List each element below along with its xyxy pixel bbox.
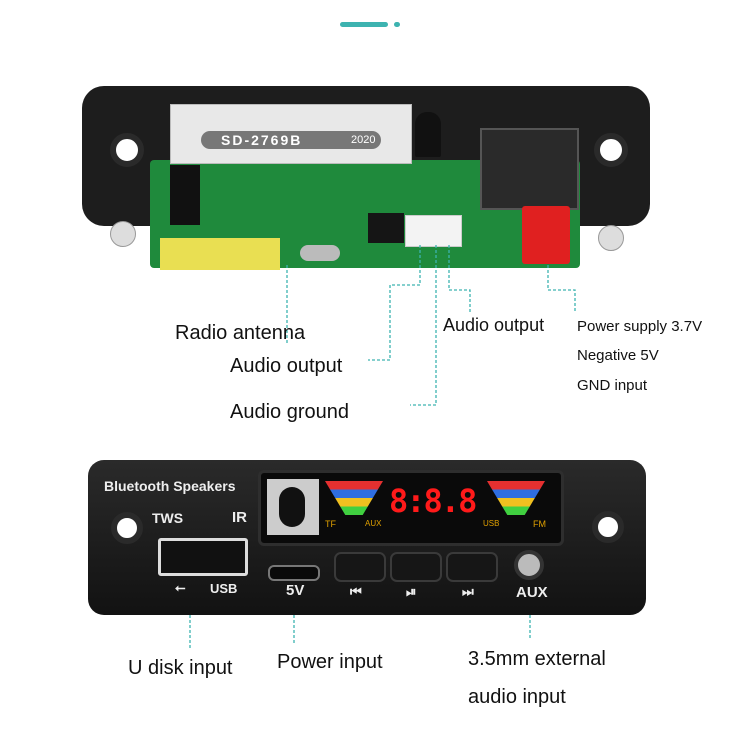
aux-jack[interactable] (514, 550, 544, 580)
module-marking: SD-2769B (221, 132, 303, 148)
usb-label: USB (210, 581, 238, 596)
usb-icon: ⭠ (175, 580, 186, 595)
label-audio-output-left: Audio output (230, 355, 343, 377)
led-digits: 8:8.8 (389, 482, 477, 520)
display-window: TF AUX 8:8.8 USB FM (258, 470, 564, 546)
label-external-1: 3.5mm external (468, 648, 606, 670)
5v-label: 5V (286, 582, 305, 599)
label-power-supply: Power supply 3.7V (577, 318, 703, 335)
play-pause-icon: ⏯ (406, 584, 417, 599)
label-power-input: Power input (277, 651, 383, 673)
label-audio-ground: Audio ground (230, 401, 349, 423)
audio-connector (405, 215, 462, 247)
audio-output-left-line (368, 245, 421, 361)
screw-left (110, 221, 136, 247)
antenna-pad (160, 238, 280, 270)
ir-label: IR (232, 509, 247, 526)
display-tf: TF (325, 519, 336, 529)
power-connector (522, 206, 570, 264)
tws-label: TWS (152, 510, 184, 526)
mount-hole-left (110, 133, 144, 167)
play-pause-button[interactable] (390, 552, 442, 582)
micro-usb-port[interactable] (268, 565, 320, 581)
panel-title: Bluetooth Speakers (104, 478, 236, 494)
ir-receiver (415, 112, 441, 157)
volume-knob[interactable] (267, 479, 319, 535)
audio-jack-rear (170, 165, 200, 225)
display-fm: FM (533, 519, 546, 529)
chip (368, 213, 404, 243)
audio-output-right-line (448, 245, 471, 312)
aux-label: AUX (516, 584, 548, 601)
panel-hole-right (592, 511, 624, 543)
audio-ground-line (410, 245, 437, 406)
label-external-2: audio input (468, 686, 566, 708)
next-icon: ⏭ (462, 584, 474, 599)
display-aux: AUX (365, 519, 382, 528)
power-line (547, 265, 576, 312)
label-radio-antenna: Radio antenna (175, 322, 306, 344)
next-button[interactable] (446, 552, 498, 582)
mount-hole-right (594, 133, 628, 167)
spectrum-left (325, 481, 383, 515)
usb-port-rear (480, 128, 579, 210)
label-gnd: GND input (577, 377, 648, 394)
carousel-indicator-dot[interactable] (394, 22, 400, 27)
label-negative: Negative 5V (577, 347, 659, 364)
label-u-disk: U disk input (128, 657, 233, 679)
previous-button[interactable] (334, 552, 386, 582)
screw-right (598, 225, 624, 251)
module-display: SD-2769B 2020 (170, 104, 412, 164)
label-audio-output-right: Audio output (443, 315, 545, 335)
module-year: 2020 (351, 134, 376, 146)
crystal (300, 245, 340, 261)
previous-icon: ⏮ (350, 584, 362, 599)
spectrum-right (487, 481, 545, 515)
carousel-indicator-active[interactable] (340, 22, 388, 27)
panel-hole-left (111, 512, 143, 544)
usb-port[interactable] (158, 538, 248, 576)
display-usb: USB (483, 519, 500, 528)
